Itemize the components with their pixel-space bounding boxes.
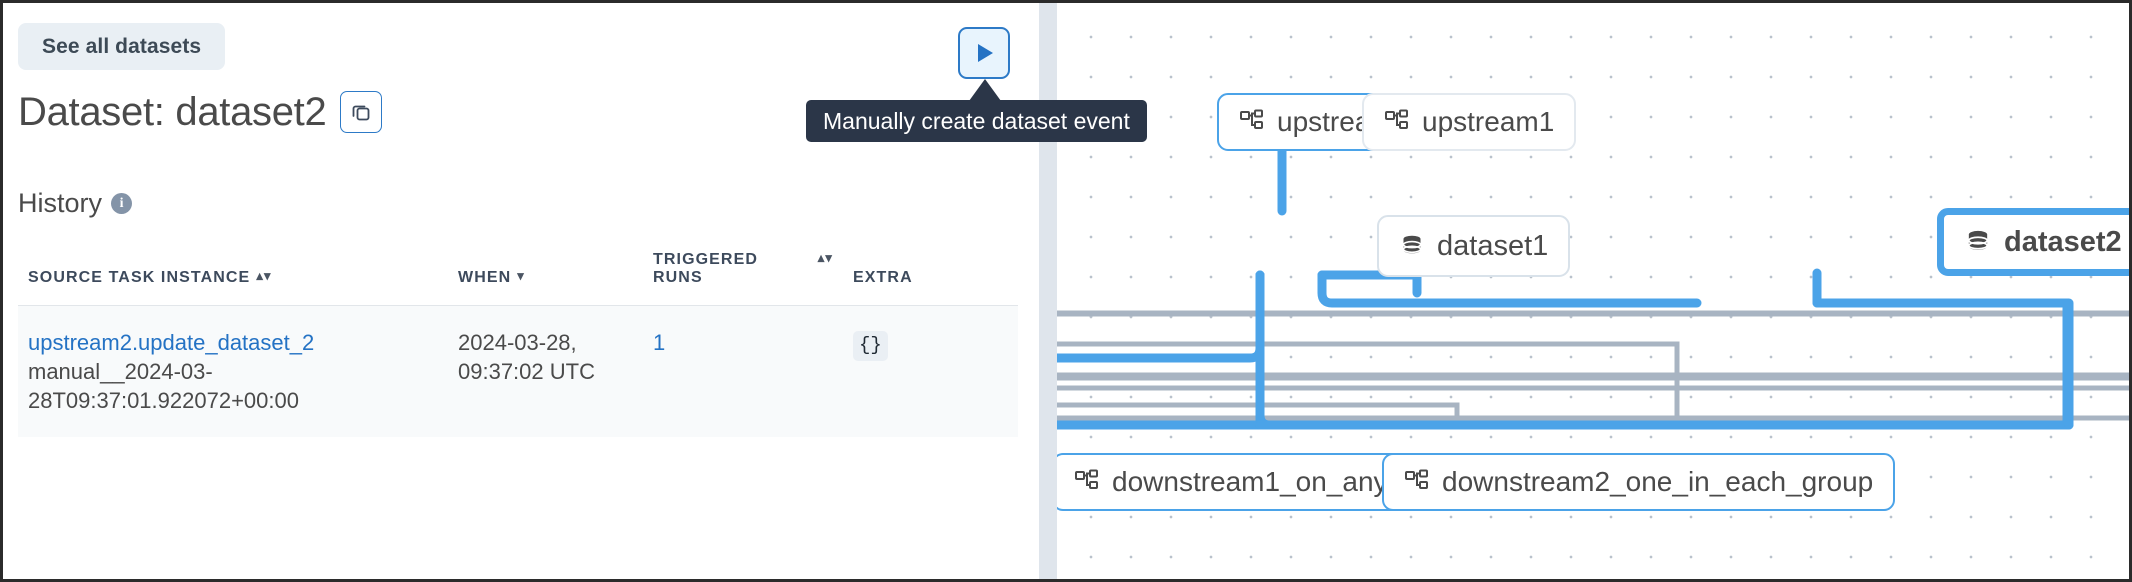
column-header-when[interactable]: WHEN ▾ <box>448 243 643 306</box>
copy-icon <box>353 105 370 121</box>
column-header-triggered-runs[interactable]: TRIGGERED RUNS ▴▾ <box>643 243 843 306</box>
column-header-extra: EXTRA <box>843 243 1018 306</box>
panel-resize-handle[interactable] <box>1039 3 1057 579</box>
graph-node-downstream1-on-any[interactable]: downstream1_on_any <box>1057 453 1410 511</box>
graph-node-label: dataset2 <box>2004 225 2122 258</box>
dag-icon <box>1075 469 1098 489</box>
page-title-row: Dataset: dataset2 <box>18 90 383 134</box>
tooltip-arrow <box>969 79 1001 101</box>
history-heading-row: History i <box>18 188 133 219</box>
manually-create-dataset-event-button[interactable] <box>958 27 1010 79</box>
edge-rail-1 <box>1057 311 2129 317</box>
edge-rail-4 <box>1057 402 1460 425</box>
column-label: EXTRA <box>853 269 913 286</box>
source-task-instance-link[interactable]: upstream2.update_dataset_2 <box>28 330 315 355</box>
copy-icon-button[interactable] <box>340 91 383 133</box>
column-label: SOURCE TASK INSTANCE <box>28 269 251 286</box>
graph-node-label: upstream1 <box>1422 106 1555 137</box>
graph-edges <box>1057 145 2129 430</box>
dag-icon <box>1240 109 1263 129</box>
play-icon <box>978 44 993 62</box>
database-icon <box>1402 235 1422 254</box>
dag-icon <box>1385 109 1408 129</box>
sort-descending-icon[interactable]: ▾ <box>517 268 525 283</box>
info-icon[interactable]: i <box>111 193 133 214</box>
column-label: WHEN <box>458 269 512 286</box>
extra-value: {} <box>853 330 888 361</box>
column-header-source-task-instance[interactable]: SOURCE TASK INSTANCE ▴▾ <box>18 243 448 306</box>
edge-dataset1-downstream1 <box>1057 385 2129 391</box>
cell-when: 2024-03-28, 09:37:02 UTC <box>448 305 643 438</box>
table-row: upstream2.update_dataset_2 manual__2024-… <box>18 305 1018 438</box>
graph-node-dataset2[interactable]: dataset2 <box>1937 208 2129 276</box>
edge-dataset2-stub <box>1317 270 1702 308</box>
dataset-details-panel: See all datasets Dataset: dataset2 Histo… <box>3 3 1038 579</box>
graph-node-downstream2-one-in-each-group[interactable]: downstream2_one_in_each_group <box>1382 453 1896 511</box>
cell-triggered-runs: 1 <box>643 305 843 438</box>
dag-icon <box>1405 469 1428 489</box>
history-table-header-row: SOURCE TASK INSTANCE ▴▾ WHEN ▾ TRIGGERED… <box>18 243 1018 306</box>
graph-node-dataset1[interactable]: dataset1 <box>1377 215 1571 277</box>
edge-rail-2 <box>1057 372 2129 378</box>
cell-source-task-instance: upstream2.update_dataset_2 manual__2024-… <box>18 305 448 438</box>
history-label: History <box>18 188 103 218</box>
sort-both-icon[interactable]: ▴▾ <box>256 268 272 283</box>
tooltip-manually-create-dataset-event: Manually create dataset event <box>806 100 1147 142</box>
dataset-dependency-graph[interactable]: upstream2 upstream1 dataset2 <box>1057 3 2129 579</box>
history-table-head: SOURCE TASK INSTANCE ▴▾ WHEN ▾ TRIGGERED… <box>18 243 1018 306</box>
edge-dataset1-downstream2 <box>1057 415 2129 421</box>
sort-both-icon[interactable]: ▴▾ <box>817 250 833 265</box>
database-icon <box>1967 230 1989 250</box>
triggered-runs-link[interactable]: 1 <box>653 330 666 355</box>
history-table: SOURCE TASK INSTANCE ▴▾ WHEN ▾ TRIGGERED… <box>18 243 1018 438</box>
history-table-body: upstream2.update_dataset_2 manual__2024-… <box>18 305 1018 438</box>
cell-extra: {} <box>843 305 1018 438</box>
graph-node-label: dataset1 <box>1437 229 1549 262</box>
run-id-text: manual__2024-03-28T09:37:01.922072+00:00 <box>28 359 299 414</box>
graph-node-label: downstream2_one_in_each_group <box>1442 466 1874 497</box>
graph-node-upstream1[interactable]: upstream1 <box>1362 93 1577 151</box>
see-all-datasets-button[interactable]: See all datasets <box>18 23 226 70</box>
graph-node-label: downstream1_on_any <box>1112 466 1388 497</box>
edge-rail-3 <box>1057 341 1680 425</box>
column-label: TRIGGERED RUNS <box>653 251 759 286</box>
page-title: Dataset: dataset2 <box>18 90 327 134</box>
